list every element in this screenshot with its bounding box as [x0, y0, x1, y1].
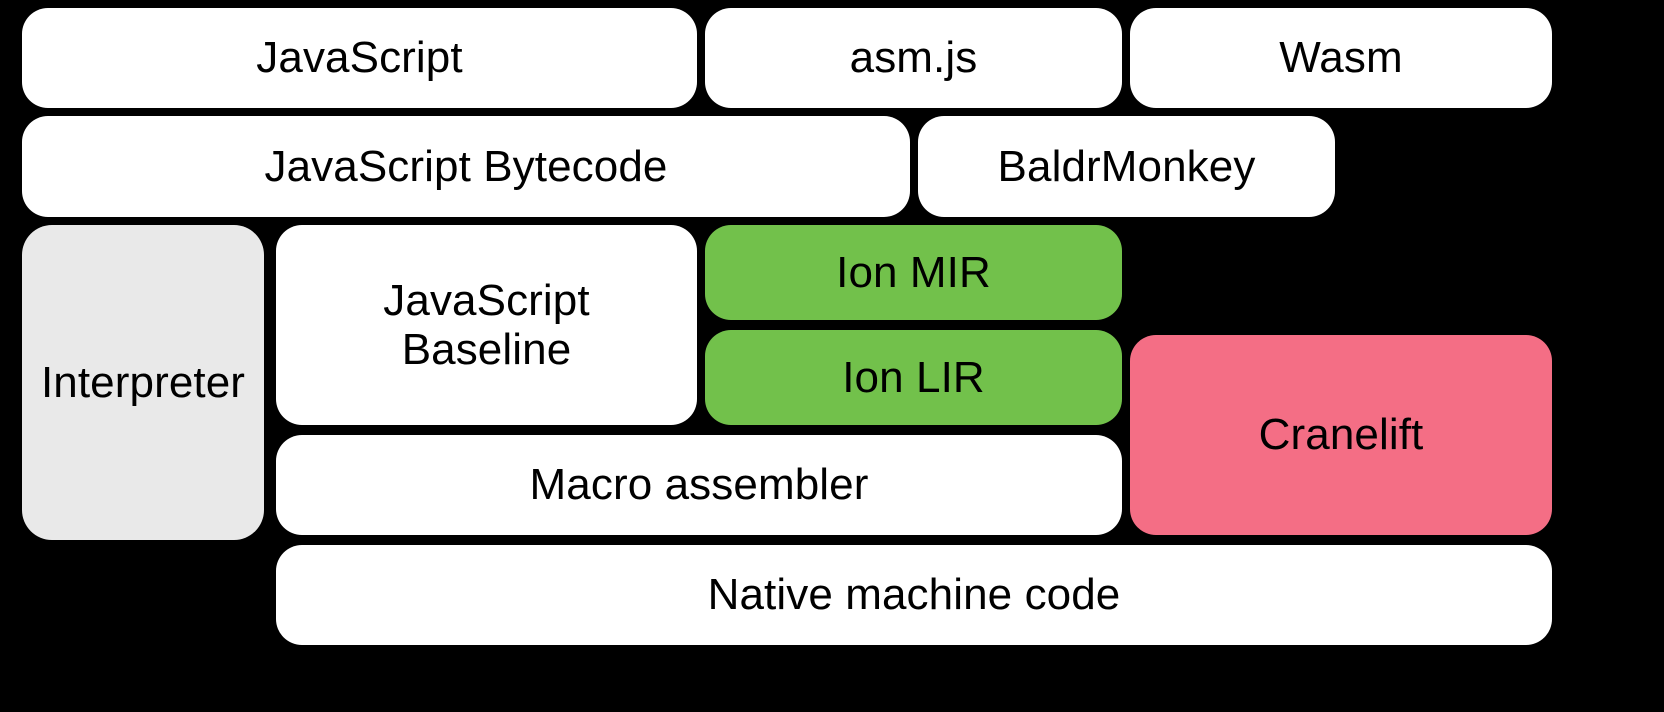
- node-javascript: JavaScript: [22, 8, 697, 108]
- node-cranelift: Cranelift: [1130, 335, 1552, 535]
- node-asm-js: asm.js: [705, 8, 1122, 108]
- node-ion-lir: Ion LIR: [705, 330, 1122, 425]
- node-ion-mir: Ion MIR: [705, 225, 1122, 320]
- node-javascript-bytecode: JavaScript Bytecode: [22, 116, 910, 217]
- node-javascript-baseline: JavaScript Baseline: [276, 225, 697, 425]
- node-native-machine-code: Native machine code: [276, 545, 1552, 645]
- node-interpreter: Interpreter: [22, 225, 264, 540]
- node-wasm: Wasm: [1130, 8, 1552, 108]
- node-baldrmonkey: BaldrMonkey: [918, 116, 1335, 217]
- node-macro-assembler: Macro assembler: [276, 435, 1122, 535]
